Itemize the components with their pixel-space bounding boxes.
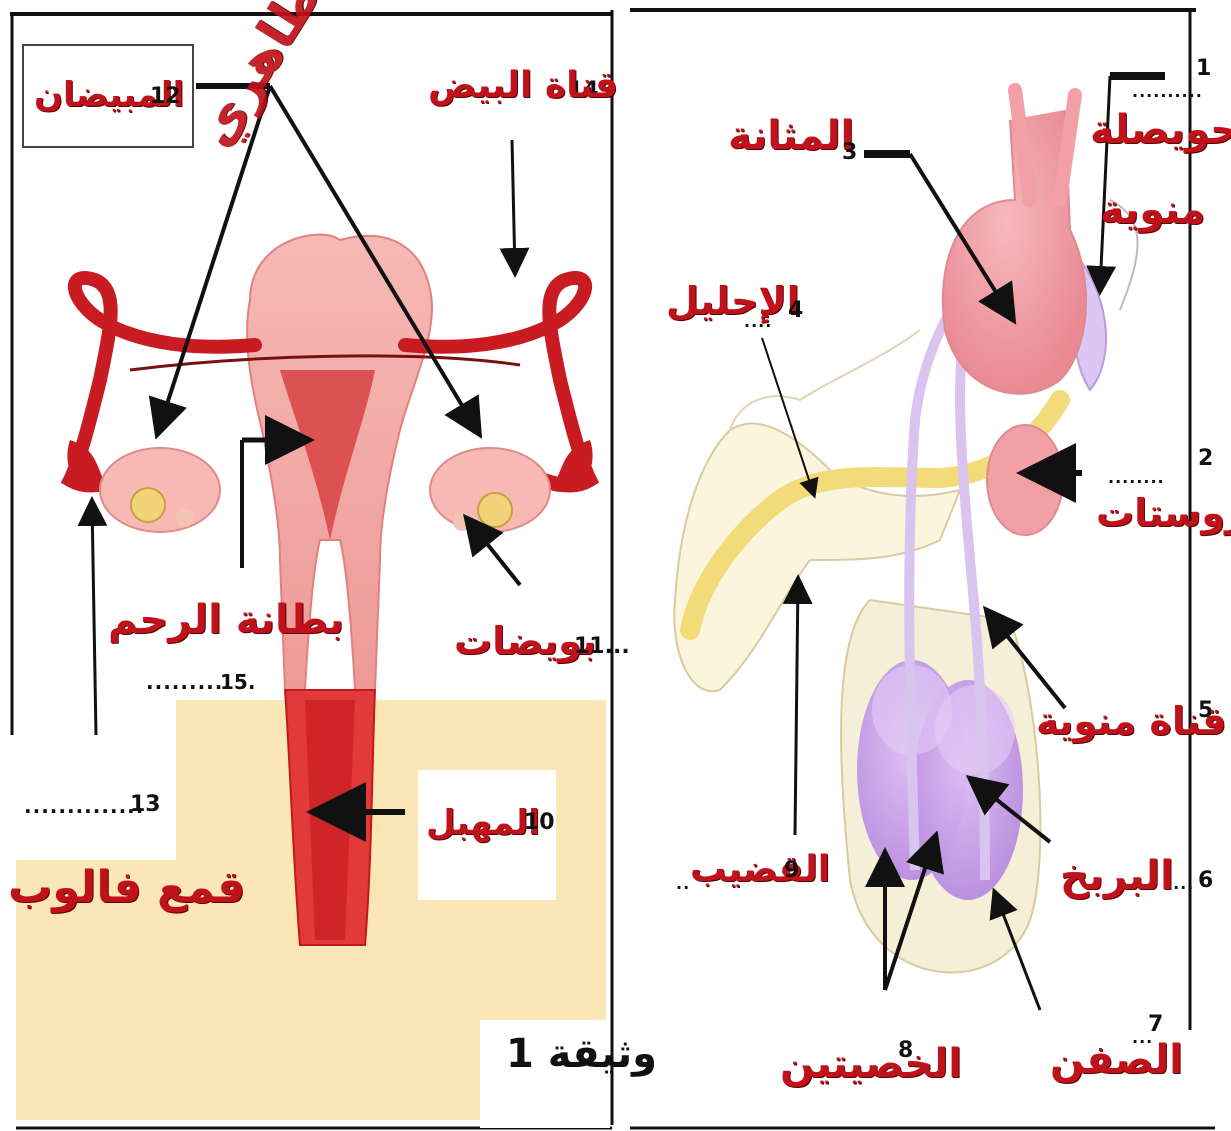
label-prostate-dots: ........ bbox=[1108, 470, 1165, 486]
label-testes-text: الخصيتين bbox=[780, 1044, 962, 1084]
document-title: وثيقة 1 bbox=[506, 1034, 657, 1074]
label-epididymis-text: البربخ bbox=[1060, 856, 1174, 896]
label-endometrium-text: بطانة الرحم bbox=[108, 600, 344, 640]
label-penis-dots: .. bbox=[676, 876, 690, 892]
prostate-shape bbox=[987, 425, 1063, 535]
label-infundibulum-number: 13 bbox=[130, 794, 161, 816]
label-seminal-dots: .......... bbox=[1132, 84, 1203, 100]
label-fallopian-text: قناة البيض bbox=[428, 68, 618, 104]
label-epididymis-number: 6 bbox=[1198, 870, 1213, 892]
label-bladder-text: المثانة bbox=[728, 116, 854, 156]
label-bladder-number: 3 bbox=[842, 142, 857, 164]
left-ovary bbox=[100, 448, 220, 532]
label-vas-text: قناة منوية bbox=[1036, 702, 1227, 740]
label-endometrium-number: 15. bbox=[220, 672, 255, 692]
label-seminal-text-1: حويصلة bbox=[1090, 110, 1231, 150]
label-ovaries-number: 12 bbox=[150, 86, 181, 108]
label-seminal-text-2: منوية bbox=[1100, 190, 1205, 230]
label-testes-number: 8 bbox=[898, 1040, 913, 1062]
label-vagina-number: 10 bbox=[524, 812, 555, 834]
label-penis-text: القضيب bbox=[690, 852, 830, 888]
label-urethra-dots: .... bbox=[744, 314, 772, 330]
label-seminal-number: 1 bbox=[1196, 58, 1211, 80]
label-prostate-text: البروستات bbox=[1096, 494, 1231, 532]
label-infundibulum-dots: .............. bbox=[24, 796, 144, 816]
label-ova-number: 11... bbox=[574, 636, 630, 658]
label-urethra-number: 4 bbox=[788, 300, 803, 322]
label-infundibulum-text: قمع فالوب bbox=[8, 866, 245, 910]
label-penis-number: 9 bbox=[784, 860, 799, 882]
label-urethra-text: الإحليل bbox=[666, 282, 800, 320]
label-scrotum-text: الصفن bbox=[1050, 1040, 1183, 1080]
label-prostate-number: 2 bbox=[1198, 448, 1213, 470]
label-vagina-text: المهبل bbox=[426, 806, 540, 840]
